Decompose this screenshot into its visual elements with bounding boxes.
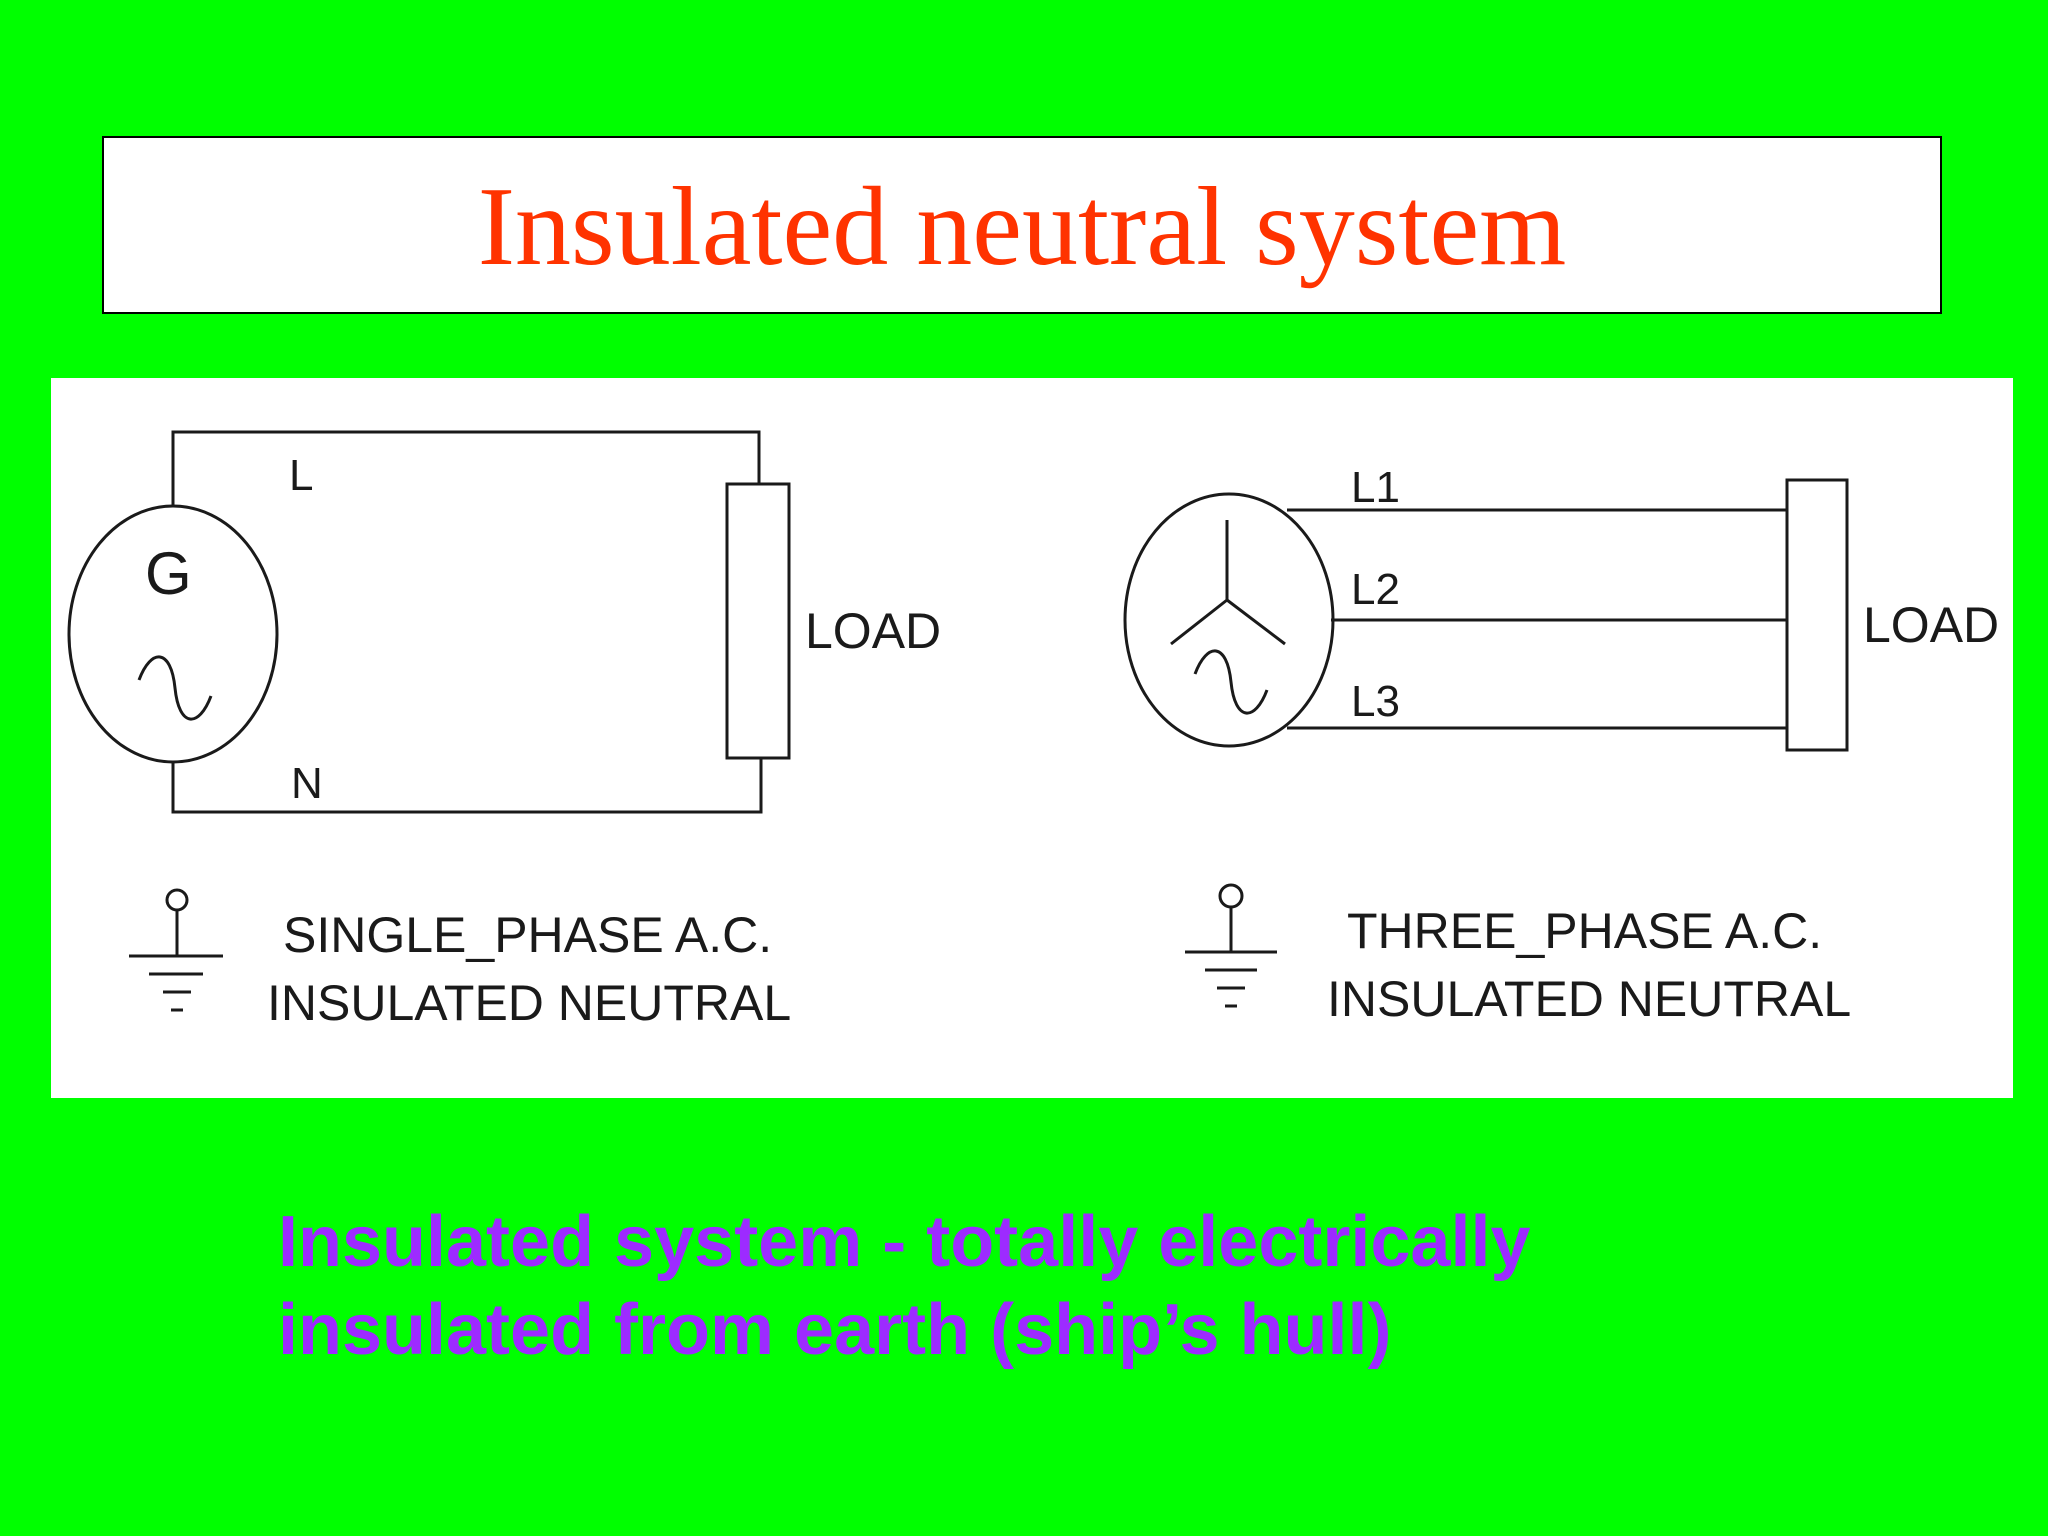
diagram-panel: G L N LOAD SINGLE_PHASE A.C. INSULATED N… — [51, 378, 2013, 1098]
single-phase-caption-line2: INSULATED NEUTRAL — [267, 975, 791, 1031]
load-box — [725, 482, 791, 760]
line-wire — [171, 430, 761, 506]
l2-label: L2 — [1351, 565, 1400, 614]
title-box: Insulated neutral system — [102, 136, 1942, 314]
ac-wave-icon — [1193, 649, 1269, 715]
ac-wave-icon — [137, 655, 213, 721]
caption-line1: Insulated system - totally electrically — [278, 1202, 1531, 1282]
page-title: Insulated neutral system — [477, 165, 1567, 289]
three-phase-caption-line2: INSULATED NEUTRAL — [1327, 971, 1851, 1027]
circuit-diagrams: G L N LOAD SINGLE_PHASE A.C. INSULATED N… — [67, 430, 1999, 1031]
insulated-earth-icon — [1185, 883, 1277, 1008]
line-label: L — [289, 451, 313, 500]
generator-symbol — [1123, 492, 1335, 748]
single-phase-diagram — [67, 430, 791, 1012]
neutral-wire — [171, 758, 763, 814]
star-winding-icon — [1170, 520, 1286, 646]
load-box — [1785, 478, 1849, 752]
load-label: LOAD — [805, 603, 941, 659]
neutral-label: N — [291, 759, 323, 808]
load-label: LOAD — [1863, 597, 1999, 653]
three-phase-diagram — [1123, 478, 1849, 1008]
slide-caption: Insulated system - totally electrically … — [278, 1198, 1978, 1374]
caption-line2: insulated from earth (ship’s hull) — [278, 1290, 1392, 1370]
l1-label: L1 — [1351, 463, 1400, 512]
insulated-earth-icon — [129, 888, 223, 1012]
single-phase-caption-line1: SINGLE_PHASE A.C. — [283, 907, 772, 963]
generator-label: G — [145, 540, 192, 607]
l3-label: L3 — [1351, 677, 1400, 726]
three-phase-caption-line1: THREE_PHASE A.C. — [1347, 903, 1822, 959]
